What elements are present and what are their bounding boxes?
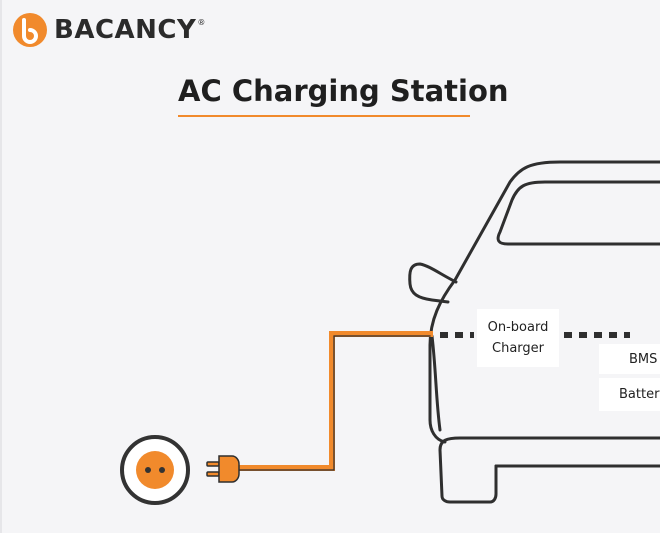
car-outline <box>408 160 660 504</box>
charging-cable <box>233 331 433 471</box>
plug-icon <box>206 455 240 483</box>
registered-mark: ® <box>197 18 206 27</box>
brand-name: BACANCY <box>54 15 197 45</box>
bms-label: BMS <box>599 344 660 374</box>
wall-socket-icon <box>120 435 190 505</box>
on-board-charger-line-2: Charger <box>492 341 544 356</box>
on-board-charger-line-1: On-board <box>487 320 549 335</box>
battery-label: Battery <box>599 378 660 411</box>
left-edge-strip <box>0 0 2 533</box>
brand-logo: BACANCY ® <box>12 10 205 50</box>
title-underline <box>178 115 470 117</box>
page-title: AC Charging Station <box>178 74 509 108</box>
on-board-charger-label: On-board Charger <box>477 309 559 367</box>
bacancy-logo-icon <box>13 13 47 47</box>
